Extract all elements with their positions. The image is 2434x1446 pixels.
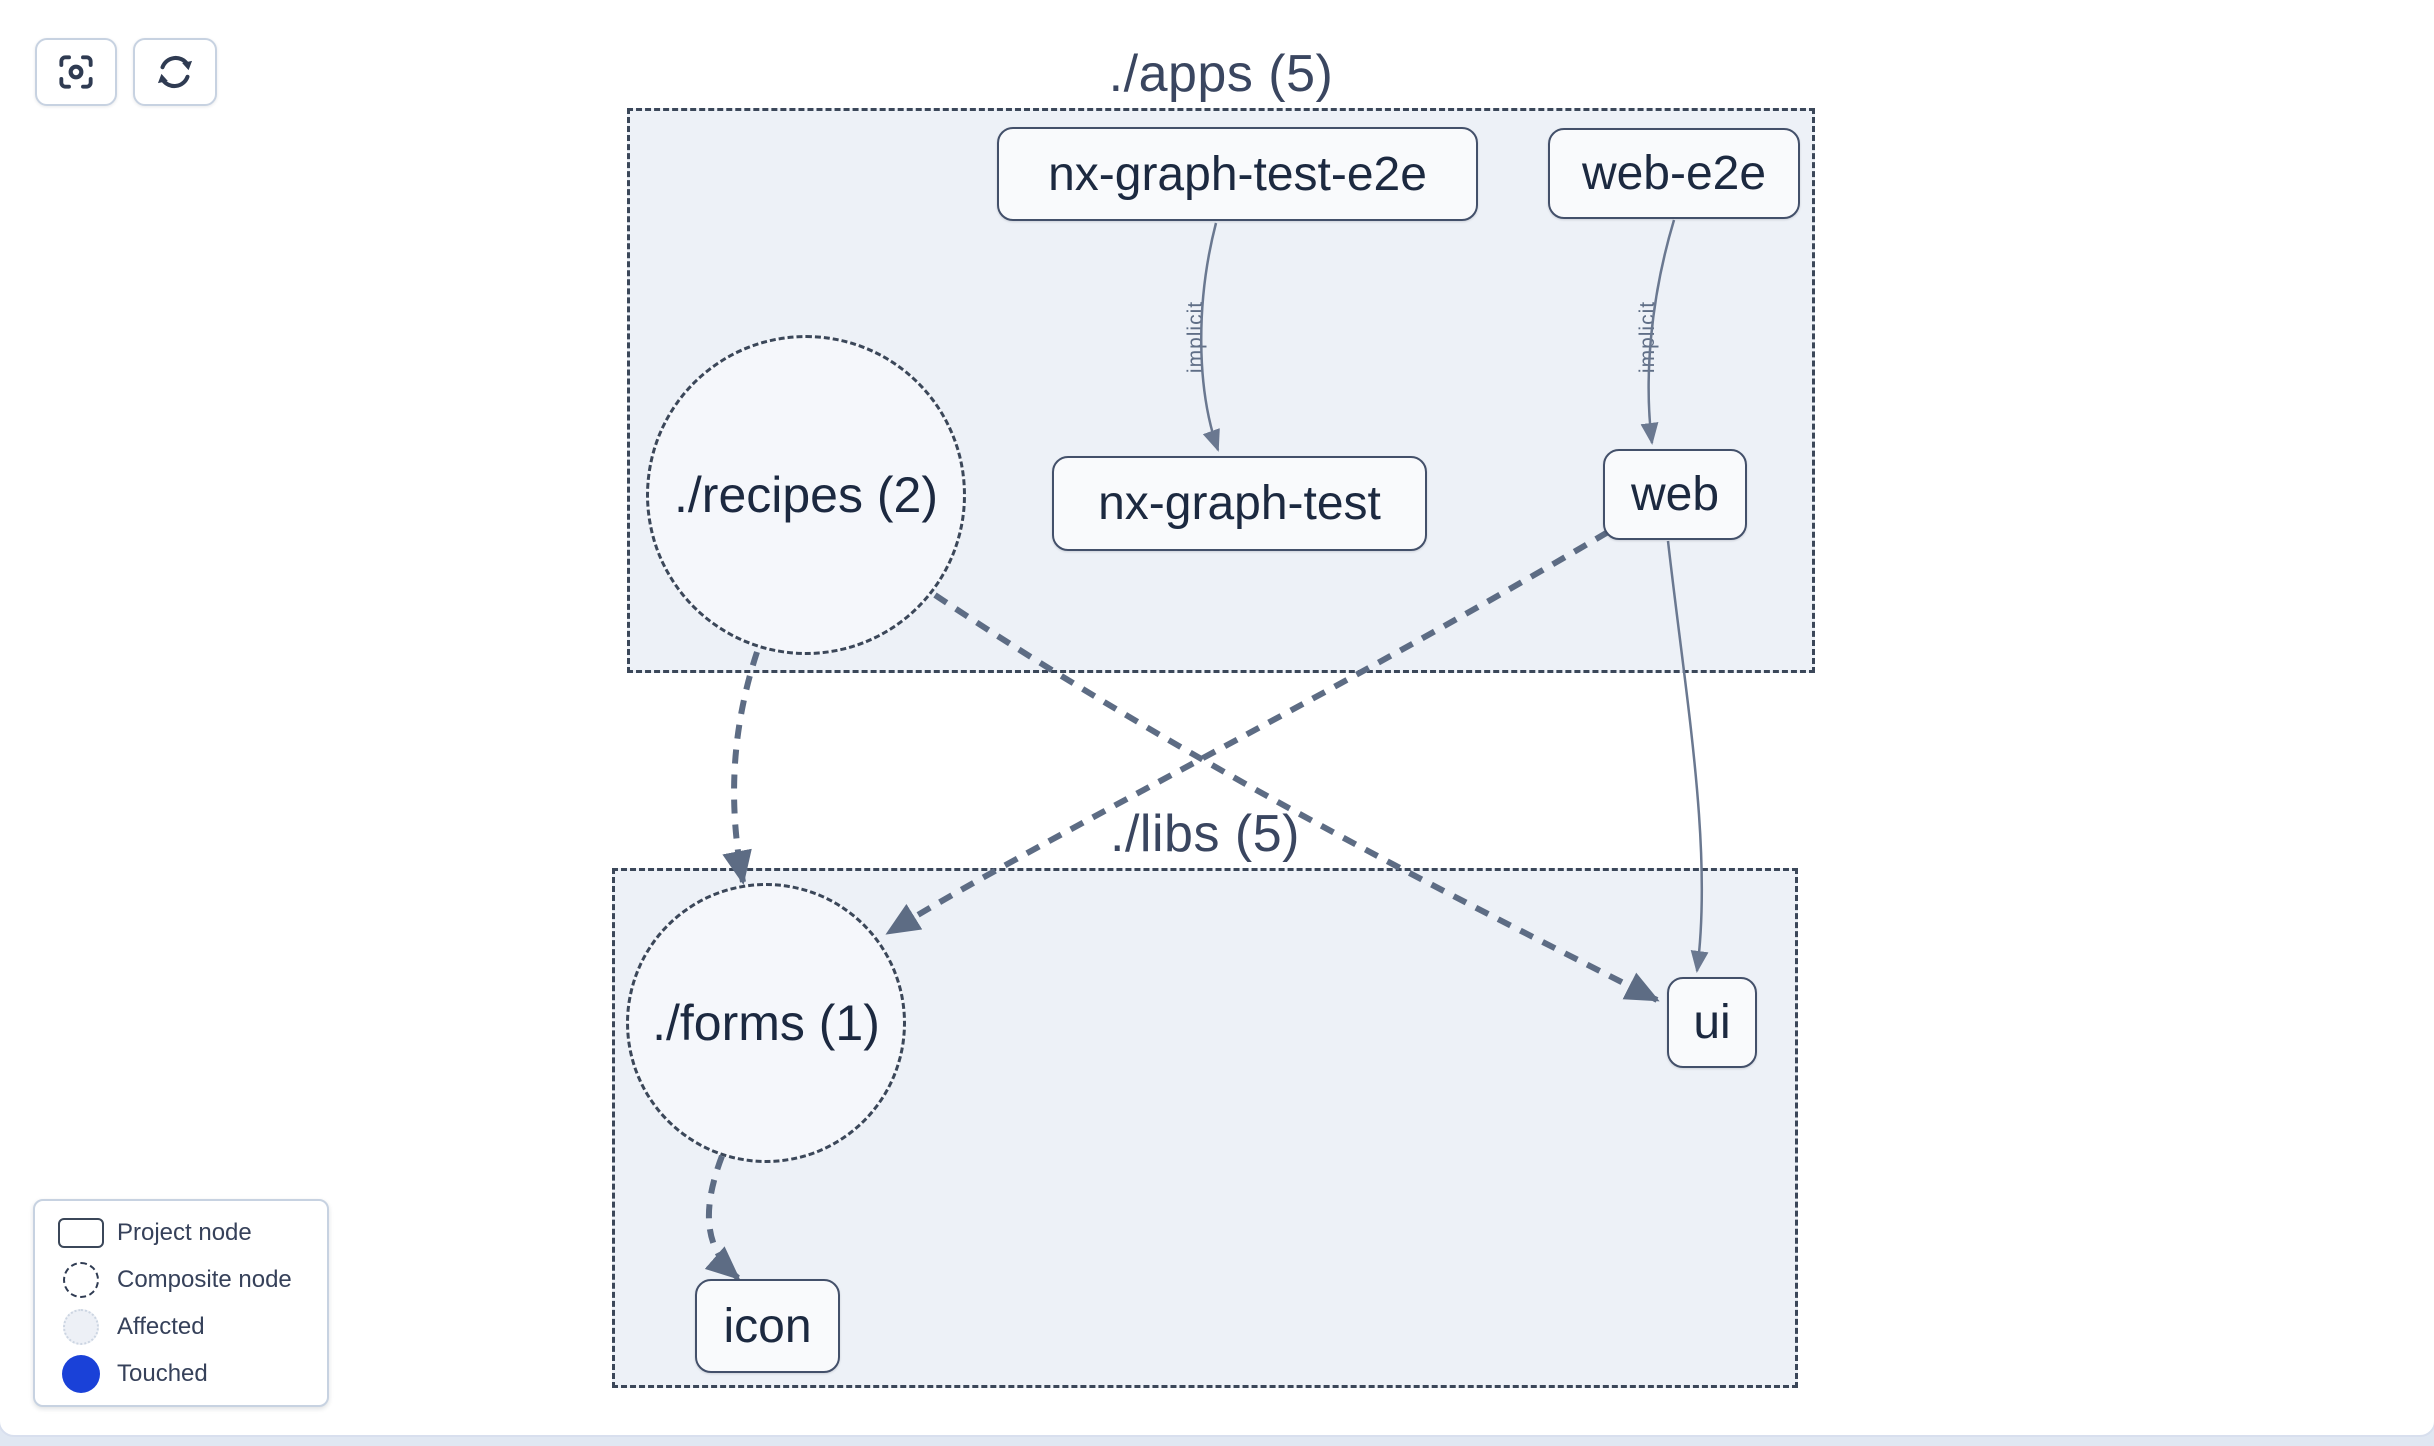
refresh-icon [153, 50, 197, 94]
project-node-web-label: web [1630, 468, 1720, 521]
edge-recipes-to-ui[interactable] [933, 592, 1660, 1003]
edge-nx-graph-test-e2e-to-nx-graph-test[interactable] [1200, 222, 1220, 452]
legend-label-composite-node: Composite node [117, 1265, 292, 1293]
edge-recipes-to-forms[interactable] [722, 651, 760, 885]
composite-node-recipes[interactable]: ./recipes (2) [646, 335, 966, 655]
composite-node-forms-label: ./forms (1) [652, 995, 880, 1051]
legend-row-affected: Affected [45, 1303, 317, 1350]
project-node-nx-graph-test-e2e-label: nx-graph-test-e2e [1048, 147, 1427, 201]
touched-swatch [62, 1354, 100, 1393]
group-libs-title: ./libs (5) [1110, 805, 1300, 863]
legend-row-touched: Touched [45, 1350, 317, 1397]
center-graph-button[interactable] [35, 38, 117, 106]
project-node-nx-graph-test[interactable]: nx-graph-test [1052, 456, 1427, 551]
edge-label-implicit-1: implicit [1184, 300, 1207, 374]
legend-label-touched: Touched [117, 1359, 208, 1387]
project-node-icon[interactable]: icon [695, 1279, 840, 1373]
project-node-web-e2e[interactable]: web-e2e [1548, 128, 1800, 219]
group-apps-title: ./apps (5) [1108, 45, 1334, 103]
composite-node-forms[interactable]: ./forms (1) [626, 883, 906, 1163]
project-node-nx-graph-test-e2e[interactable]: nx-graph-test-e2e [997, 127, 1478, 221]
refresh-graph-button[interactable] [133, 38, 217, 106]
affected-swatch [63, 1308, 99, 1345]
focus-icon [54, 50, 98, 94]
composite-node-swatch [63, 1261, 99, 1298]
project-node-ui[interactable]: ui [1667, 977, 1757, 1068]
edge-web-to-ui[interactable] [1666, 540, 1709, 973]
legend-label-affected: Affected [117, 1312, 205, 1340]
project-node-web-e2e-label: web-e2e [1581, 147, 1767, 200]
composite-node-recipes-label: ./recipes (2) [674, 467, 938, 523]
project-node-icon-label: icon [723, 1299, 812, 1353]
legend-row-project-node: Project node [45, 1209, 317, 1256]
edge-label-implicit-2: implicit [1636, 300, 1659, 374]
project-node-swatch [58, 1217, 104, 1248]
edge-web-e2e-to-web[interactable] [1640, 219, 1676, 445]
project-node-ui-label: ui [1693, 996, 1731, 1049]
legend-label-project-node: Project node [117, 1218, 252, 1246]
project-node-nx-graph-test-label: nx-graph-test [1098, 477, 1381, 530]
legend: Project node Composite node Affected Tou… [33, 1199, 329, 1407]
project-node-web[interactable]: web [1603, 449, 1747, 540]
legend-row-composite-node: Composite node [45, 1256, 317, 1303]
